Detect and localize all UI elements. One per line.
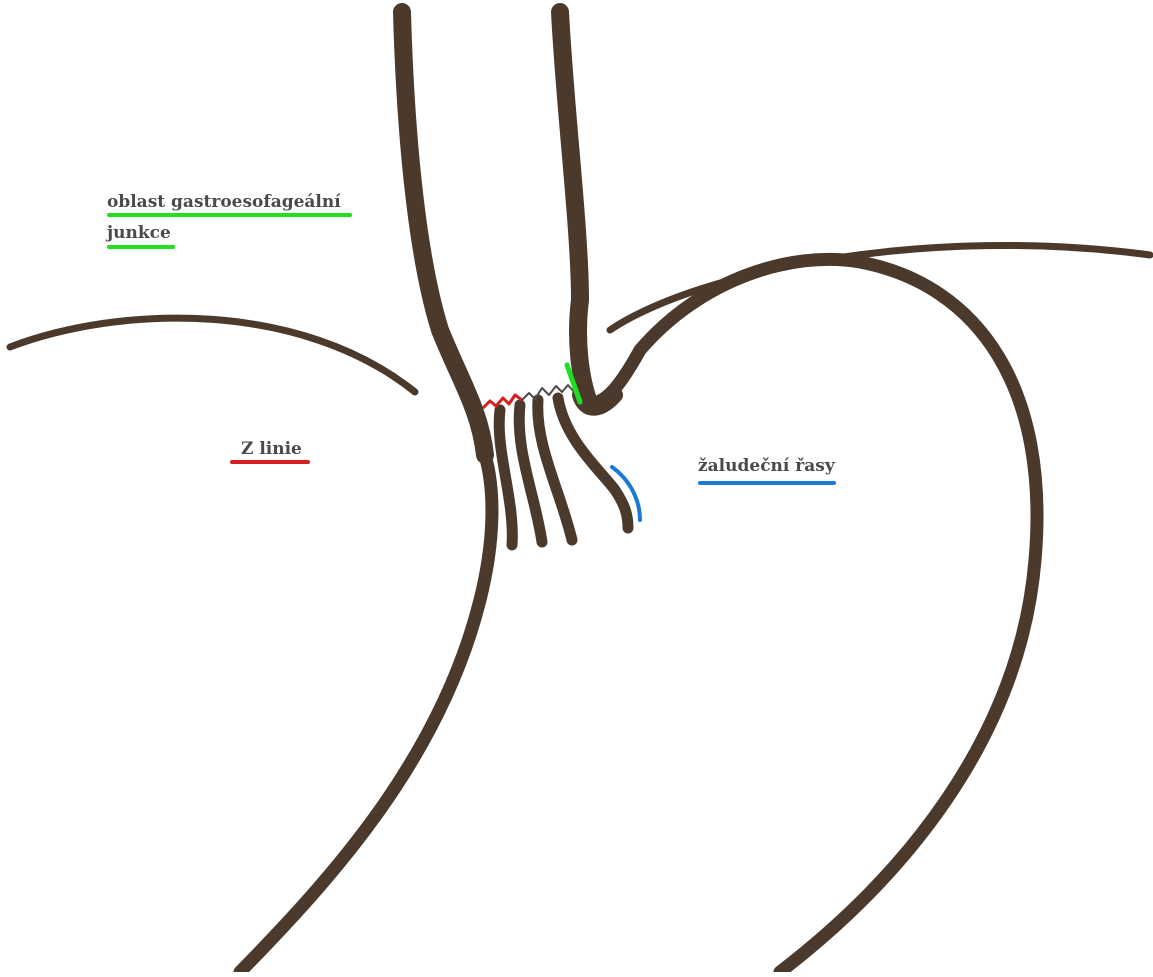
right-outer-contour	[610, 245, 1150, 330]
gastric-folds-label-underline	[698, 481, 836, 485]
gastric-folds-label: žaludeční řasy	[698, 458, 835, 475]
gastric-fold-1	[499, 410, 512, 545]
z-line-label: Z linie	[241, 441, 302, 458]
gej-label-underline-2	[107, 245, 175, 249]
z-line-gray-segment	[522, 385, 575, 400]
esophagus-right-wall	[560, 12, 590, 405]
gej-label-line2: junkce	[107, 225, 171, 242]
gej-label-line1: oblast gastroesofageální	[107, 194, 341, 211]
gej-label-underline-1	[107, 213, 352, 217]
stomach-lesser-curvature	[240, 455, 492, 972]
stomach-greater-curvature	[590, 259, 1037, 972]
left-outer-contour	[10, 318, 415, 392]
z-line-label-underline	[230, 460, 310, 464]
